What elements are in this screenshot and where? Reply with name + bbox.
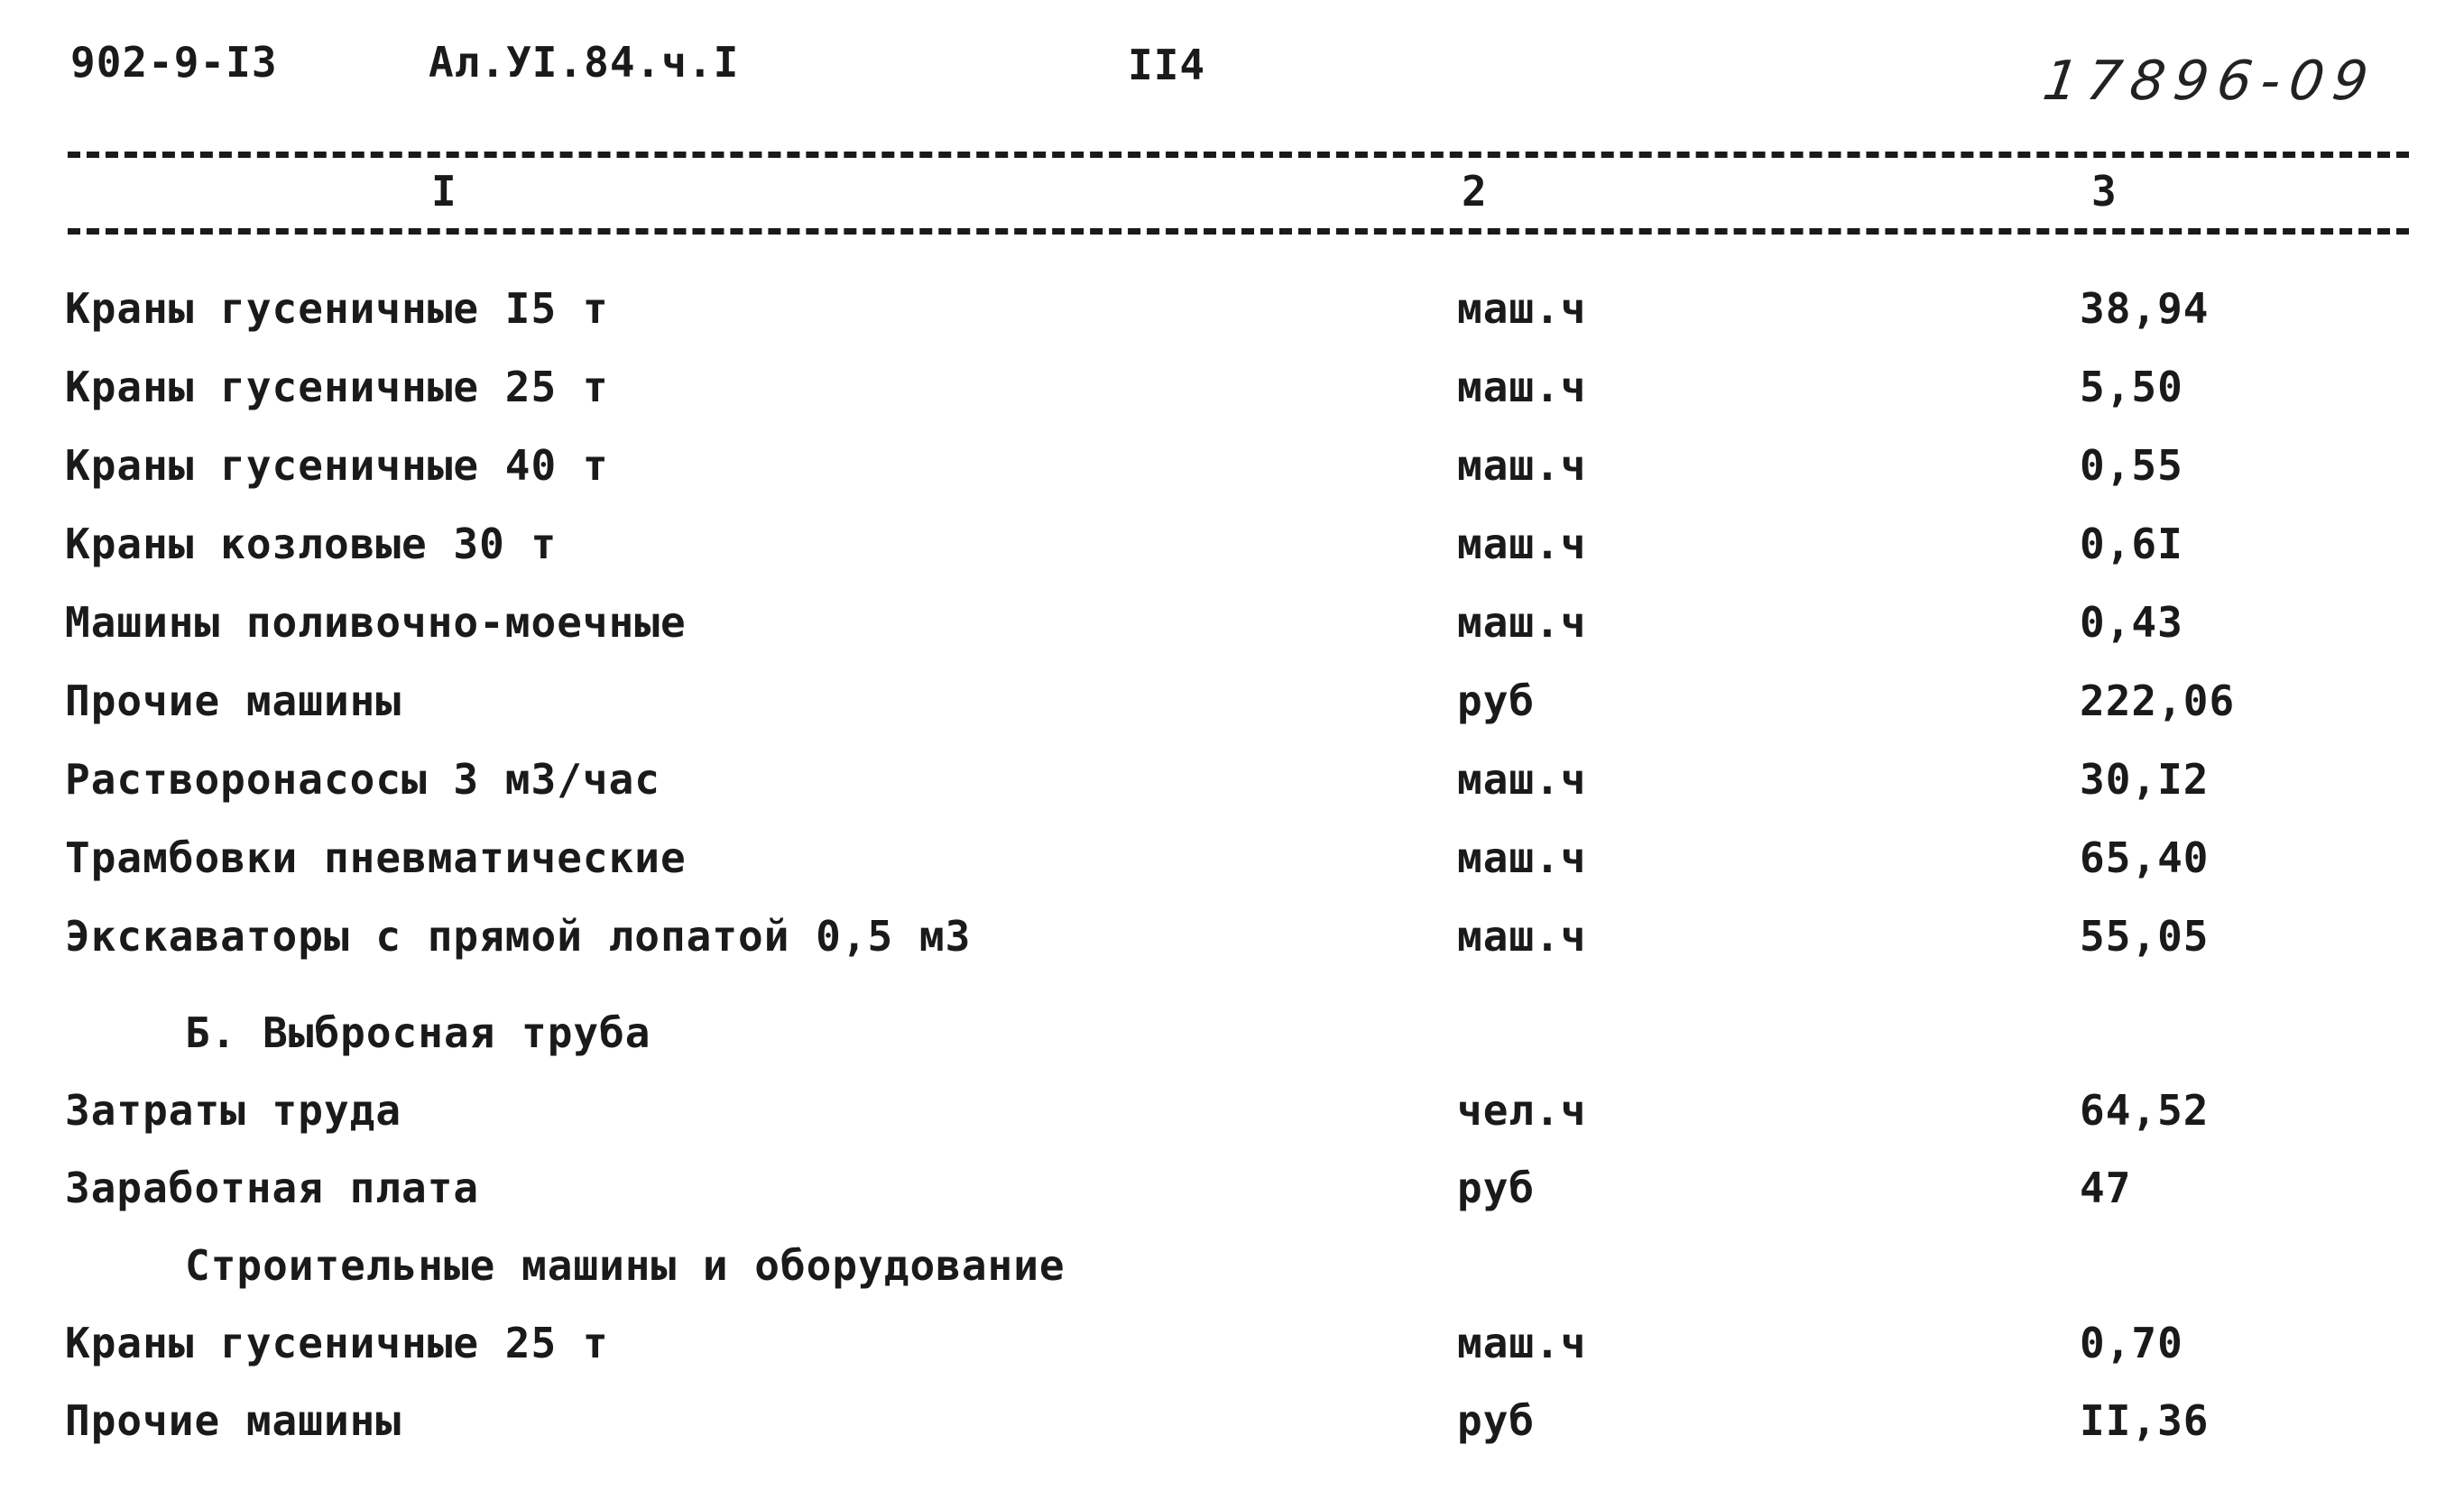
resource-value: 55,05 <box>2080 912 2210 961</box>
resource-unit: маш.ч <box>1457 1319 1587 1367</box>
resource-unit: чел.ч <box>1457 1086 1587 1135</box>
table-row: Прочие машины руб 222,06 <box>0 676 2464 731</box>
resource-unit: маш.ч <box>1457 441 1587 490</box>
header-bottom-rule <box>68 228 2409 235</box>
resource-value: 222,06 <box>2080 676 2236 725</box>
resource-name: Краны гусеничные 25 т <box>65 363 609 411</box>
table-row: Затраты труда чел.ч 64,52 <box>0 1086 2464 1140</box>
resource-name: Краны козловые 30 т <box>65 520 558 568</box>
document-code: 902-9-I3 <box>70 38 278 87</box>
resource-unit: руб <box>1457 1396 1536 1445</box>
resource-value: 0,6I <box>2080 520 2183 568</box>
page-number: II4 <box>1128 41 1206 89</box>
resource-unit: руб <box>1457 676 1536 725</box>
resource-name: Машины поливочно-моечные <box>65 598 687 647</box>
resource-unit: маш.ч <box>1457 755 1587 804</box>
resource-value: 47 <box>2080 1164 2132 1212</box>
resource-name: Заработная плата <box>65 1164 480 1212</box>
resource-unit: руб <box>1457 1164 1536 1212</box>
resource-unit: маш.ч <box>1457 598 1587 647</box>
column-header-1: I <box>431 167 457 216</box>
resource-unit: маш.ч <box>1457 284 1587 333</box>
resource-name: Прочие машины <box>65 1396 402 1445</box>
resource-value: 0,43 <box>2080 598 2183 647</box>
table-row: Краны гусеничные 25 т маш.ч 5,50 <box>0 363 2464 417</box>
resource-name: Растворонасосы 3 м3/час <box>65 755 660 804</box>
resource-name: Трамбовки пневматические <box>65 833 687 882</box>
resource-value: 65,40 <box>2080 833 2210 882</box>
table-row: Краны гусеничные 40 т маш.ч 0,55 <box>0 441 2464 495</box>
section-heading: Б. Выбросная труба <box>185 1008 651 1057</box>
resource-name: Краны гусеничные 25 т <box>65 1319 609 1367</box>
resource-value: 0,70 <box>2080 1319 2183 1367</box>
album-reference: Ал.УI.84.ч.I <box>429 38 740 87</box>
table-row: Краны гусеничные I5 т маш.ч 38,94 <box>0 284 2464 338</box>
resource-value: 64,52 <box>2080 1086 2210 1135</box>
resource-value: 38,94 <box>2080 284 2210 333</box>
table-row: Прочие машины руб II,36 <box>0 1396 2464 1450</box>
table-row: Трамбовки пневматические маш.ч 65,40 <box>0 833 2464 888</box>
resource-name: Экскаваторы с прямой лопатой 0,5 м3 <box>65 912 972 961</box>
table-row: Краны гусеничные 25 т маш.ч 0,70 <box>0 1319 2464 1373</box>
resource-value: 0,55 <box>2080 441 2183 490</box>
resource-unit: маш.ч <box>1457 363 1587 411</box>
table-row: Машины поливочно-моечные маш.ч 0,43 <box>0 598 2464 652</box>
resource-value: 5,50 <box>2080 363 2183 411</box>
resource-value: 30,I2 <box>2080 755 2210 804</box>
header-top-rule <box>68 152 2409 158</box>
column-header-3: 3 <box>2091 167 2118 216</box>
table-header-row: I 2 3 <box>0 167 2464 221</box>
resource-unit: маш.ч <box>1457 912 1587 961</box>
column-header-2: 2 <box>1462 167 1488 216</box>
resource-name: Прочие машины <box>65 676 402 725</box>
resource-name: Краны гусеничные 40 т <box>65 441 609 490</box>
table-row: Заработная плата руб 47 <box>0 1164 2464 1218</box>
resource-name: Затраты труда <box>65 1086 402 1135</box>
subsection-heading-row: Строительные машины и оборудование <box>0 1241 2464 1295</box>
resource-unit: маш.ч <box>1457 520 1587 568</box>
subsection-heading: Строительные машины и оборудование <box>185 1241 1066 1290</box>
resource-unit: маш.ч <box>1457 833 1587 882</box>
resource-name: Краны гусеничные I5 т <box>65 284 609 333</box>
table-row: Экскаваторы с прямой лопатой 0,5 м3 маш.… <box>0 912 2464 966</box>
resource-value: II,36 <box>2080 1396 2210 1445</box>
table-row: Растворонасосы 3 м3/час маш.ч 30,I2 <box>0 755 2464 809</box>
section-heading-row: Б. Выбросная труба <box>0 1008 2464 1063</box>
handwritten-number: 17896-09 <box>2039 50 2381 113</box>
table-row: Краны козловые 30 т маш.ч 0,6I <box>0 520 2464 574</box>
